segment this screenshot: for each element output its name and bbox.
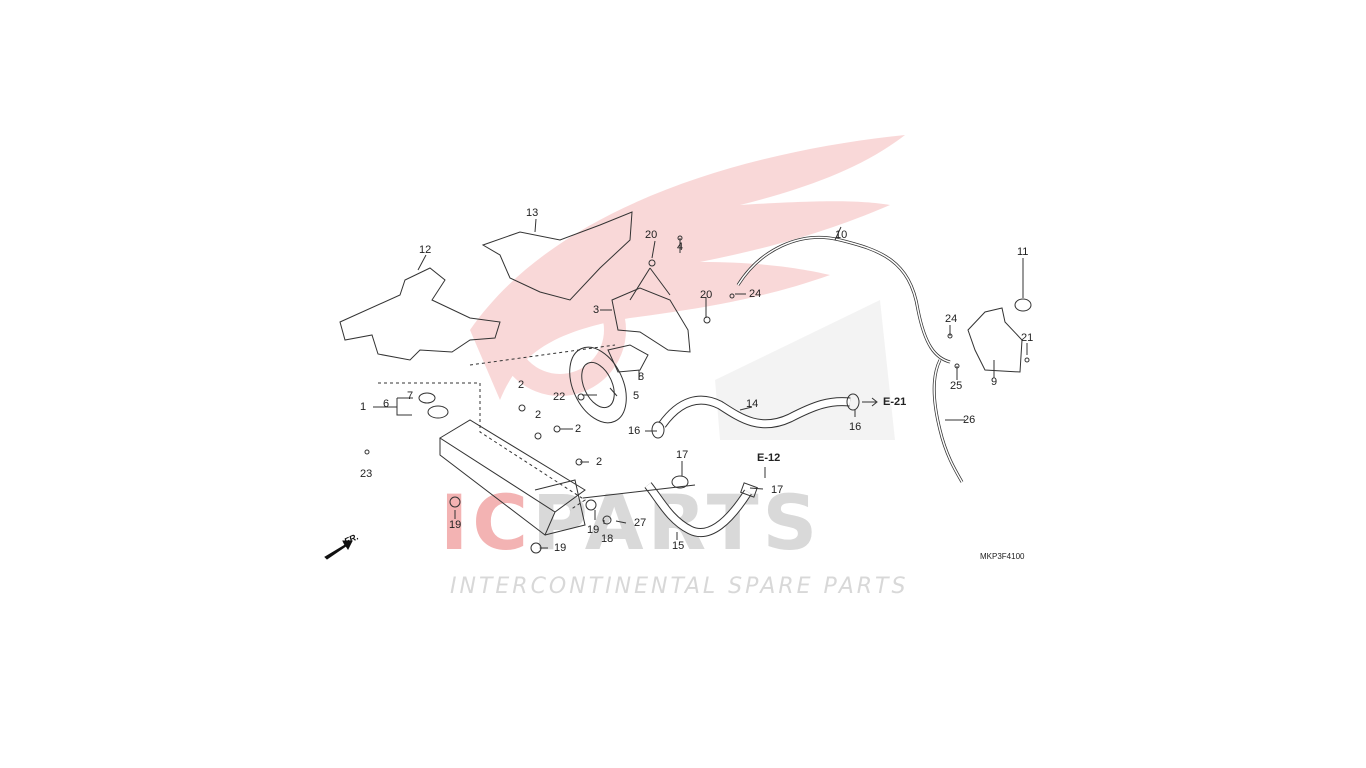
callout-5: 5 [633, 390, 640, 402]
arrow-e21 [862, 397, 878, 407]
callout-14: 14 [746, 398, 759, 410]
callout-2a: 2 [518, 379, 525, 391]
callout-27: 27 [634, 517, 647, 529]
hose-part-10 [736, 235, 951, 364]
callout-6: 6 [383, 398, 390, 410]
radiator-leader-box [378, 382, 586, 511]
fan-part-5 [569, 346, 627, 424]
callout-17a: 17 [676, 449, 689, 461]
section-ref-e12[interactable]: E-12 [757, 452, 781, 464]
callout-25: 25 [950, 380, 963, 392]
motor-part-8 [607, 344, 649, 373]
clamp-part-17b [740, 482, 758, 498]
callout-19c: 19 [554, 542, 567, 554]
callout-20a: 20 [645, 229, 658, 241]
callout-11: 11 [1017, 246, 1029, 258]
callout-15: 15 [672, 540, 685, 552]
front-direction-arrow [324, 540, 353, 560]
fan-shroud-part-3 [611, 287, 691, 353]
callout-1: 1 [360, 401, 367, 413]
callout-16b: 16 [849, 421, 862, 433]
diagram-code: MKP3F4100 [980, 552, 1025, 561]
callout-2b: 2 [535, 409, 542, 421]
watermark-tagline: INTERCONTINENTAL SPARE PARTS [450, 574, 909, 599]
callout-7: 7 [407, 390, 414, 402]
callout-4: 4 [677, 241, 684, 253]
bolt-part-19c [530, 542, 542, 554]
bolt-part-27 [615, 520, 627, 524]
callout-21: 21 [1021, 332, 1034, 344]
callout-24a: 24 [749, 288, 762, 300]
callout-10: 10 [835, 229, 848, 241]
callout-20b: 20 [700, 289, 713, 301]
shroud-part-12 [339, 267, 501, 361]
callout-2d: 2 [596, 456, 603, 468]
callout-24b: 24 [945, 313, 958, 325]
callout-16a: 16 [628, 425, 641, 437]
bolt-part-19a [449, 496, 461, 508]
watermark-logo: ICPARTS [440, 478, 822, 567]
callout-2c: 2 [575, 423, 582, 435]
callout-19b: 19 [587, 524, 600, 536]
clamp-part-16a [651, 421, 665, 439]
cap-part-11 [1014, 298, 1032, 312]
callout-18: 18 [601, 533, 614, 545]
leader-lines [373, 218, 1028, 549]
section-ref-e21[interactable]: E-21 [883, 396, 907, 408]
clamp-part-16b [846, 393, 860, 411]
callout-23: 23 [360, 468, 373, 480]
callout-12: 12 [419, 244, 432, 256]
callout-19a: 19 [449, 519, 462, 531]
callout-13: 13 [526, 207, 539, 219]
callout-9: 9 [991, 376, 998, 388]
bolt-part-19b [585, 499, 597, 511]
radiator-part-1 [439, 419, 586, 513]
clamp-part-17a [671, 475, 689, 489]
callout-8: 8 [638, 371, 645, 383]
bolt-part-18 [602, 515, 612, 525]
callout-3: 3 [593, 304, 600, 316]
callout-22: 22 [553, 391, 566, 403]
cover-part-13 [481, 211, 633, 301]
callout-26: 26 [963, 414, 976, 426]
cap-part-6 [427, 405, 449, 419]
reservoir-part-9 [967, 307, 1023, 373]
callout-17b: 17 [771, 484, 784, 496]
